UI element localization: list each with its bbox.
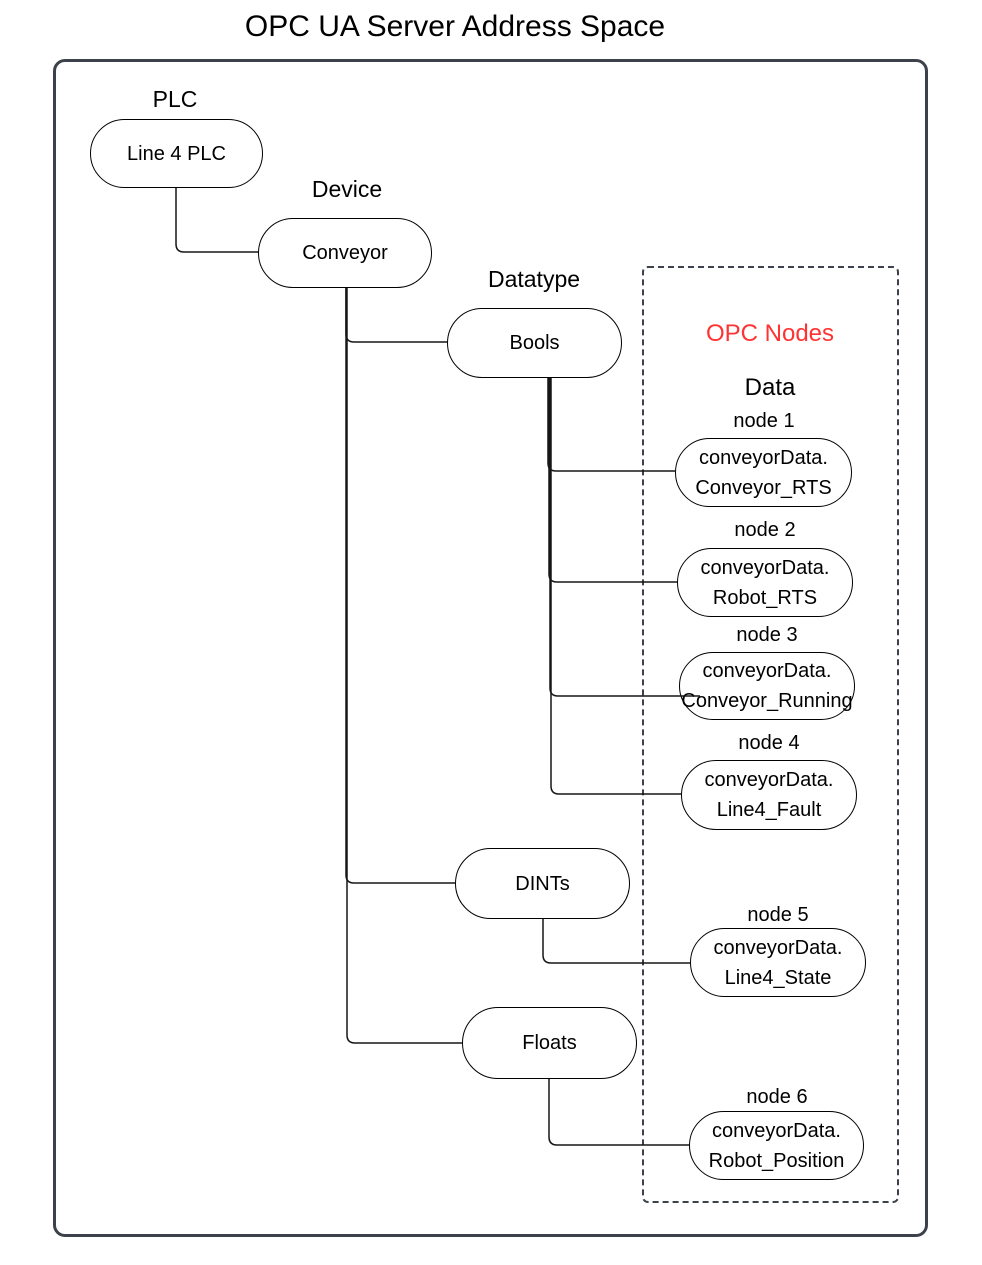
node-line4-plc: Line 4 PLC	[90, 119, 263, 188]
opc-node-4-label: node 4	[738, 732, 800, 754]
address-space-frame	[53, 59, 928, 1237]
opc-node-6-label: node 6	[746, 1086, 808, 1108]
opc-node-6: conveyorData. Robot_Position	[689, 1111, 864, 1180]
opc-node-1-line1: conveyorData.	[699, 446, 828, 469]
node-floats-label: Floats	[522, 1032, 577, 1054]
opc-node-4: conveyorData. Line4_Fault	[681, 760, 857, 830]
data-label: Data	[744, 374, 796, 401]
node-dints-label: DINTs	[515, 872, 570, 895]
node-bools-label: Bools	[509, 332, 560, 354]
opc-node-5: conveyorData. Line4_State	[690, 928, 866, 997]
opc-node-2-label: node 2	[734, 519, 796, 541]
node-line4-plc-label: Line 4 PLC	[127, 142, 226, 165]
group-label-device: Device	[311, 176, 383, 202]
opc-node-4-line2: Line4_Fault	[716, 799, 822, 821]
node-floats: Floats	[462, 1007, 637, 1079]
opc-node-4-line1: conveyorData.	[704, 769, 834, 791]
node-conveyor-label: Conveyor	[302, 242, 388, 264]
opc-node-1: conveyorData. Conveyor_RTS	[675, 438, 852, 507]
opc-node-1-line2: Conveyor_RTS	[695, 476, 832, 499]
opc-node-3-label: node 3	[736, 624, 798, 646]
opc-node-1-label: node 1	[733, 410, 795, 432]
opc-node-5-line2: Line4_State	[724, 966, 832, 989]
opc-node-3-line1: conveyorData.	[702, 660, 832, 682]
opc-node-2-line1: conveyorData.	[700, 556, 830, 579]
opc-node-6-line2: Robot_Position	[708, 1149, 845, 1172]
diagram-title: OPC UA Server Address Space	[244, 10, 666, 43]
opc-node-2: conveyorData. Robot_RTS	[677, 548, 853, 617]
node-dints: DINTs	[455, 848, 630, 919]
opc-node-5-label: node 5	[747, 904, 809, 926]
opc-node-2-line2: Robot_RTS	[712, 586, 818, 609]
node-conveyor: Conveyor	[258, 218, 432, 288]
opc-nodes-title: OPC Nodes	[705, 320, 835, 347]
opc-node-3-line2: Conveyor_Running	[681, 690, 853, 712]
opc-node-6-line1: conveyorData.	[712, 1119, 841, 1142]
opc-node-5-line1: conveyorData.	[713, 936, 843, 959]
node-bools: Bools	[447, 308, 622, 378]
opc-node-3: conveyorData. Conveyor_Running	[679, 652, 855, 720]
group-label-plc: PLC	[152, 86, 198, 112]
group-label-datatype: Datatype	[487, 266, 581, 292]
